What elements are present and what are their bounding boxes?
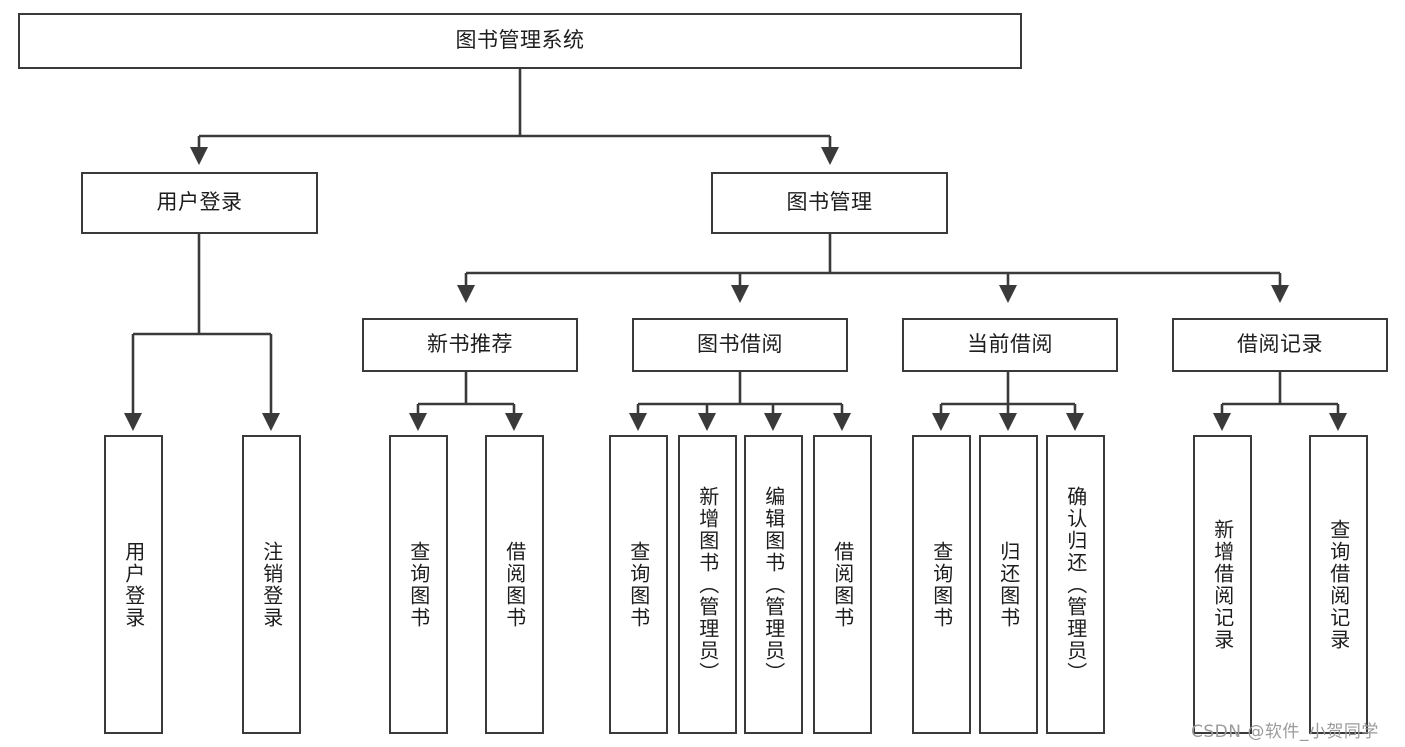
node-root-label: 图书管理系统	[455, 28, 585, 53]
node-leaf-add-book[interactable]: 新增图书（管理员）	[678, 435, 737, 734]
node-leaf-user-login[interactable]: 用户登录	[104, 435, 163, 734]
node-leaf-logout-login-label: 注销登录	[259, 540, 284, 629]
node-leaf-query-book-1-label: 查询图书	[406, 540, 431, 629]
node-borrow-record-label: 借阅记录	[1237, 332, 1323, 357]
node-leaf-query-record[interactable]: 查询借阅记录	[1309, 435, 1368, 734]
node-root[interactable]: 图书管理系统	[18, 13, 1022, 69]
node-leaf-confirm-return[interactable]: 确认归还（管理员）	[1046, 435, 1105, 734]
node-leaf-add-book-label: 新增图书（管理员）	[695, 485, 720, 684]
node-leaf-return-book-label: 归还图书	[996, 540, 1021, 629]
node-user-login-label: 用户登录	[156, 190, 243, 215]
node-new-book-rec[interactable]: 新书推荐	[362, 318, 578, 372]
node-leaf-query-book-3[interactable]: 查询图书	[912, 435, 971, 734]
node-leaf-borrow-book-2[interactable]: 借阅图书	[813, 435, 872, 734]
node-current-borrow[interactable]: 当前借阅	[902, 318, 1118, 372]
node-leaf-query-book-2-label: 查询图书	[626, 540, 651, 629]
node-leaf-borrow-book-1[interactable]: 借阅图书	[485, 435, 544, 734]
node-leaf-user-login-label: 用户登录	[121, 540, 146, 629]
node-user-login[interactable]: 用户登录	[81, 172, 318, 234]
node-book-borrow[interactable]: 图书借阅	[632, 318, 848, 372]
node-current-borrow-label: 当前借阅	[967, 332, 1053, 357]
node-leaf-query-book-1[interactable]: 查询图书	[389, 435, 448, 734]
csdn-watermark: CSDN @软件_小贺同学	[1191, 722, 1379, 742]
node-leaf-borrow-book-1-label: 借阅图书	[502, 540, 527, 629]
node-leaf-add-record[interactable]: 新增借阅记录	[1193, 435, 1252, 734]
node-leaf-edit-book-label: 编辑图书（管理员）	[761, 485, 786, 684]
node-borrow-record[interactable]: 借阅记录	[1172, 318, 1388, 372]
node-book-borrow-label: 图书借阅	[697, 332, 783, 357]
node-leaf-logout-login[interactable]: 注销登录	[242, 435, 301, 734]
node-leaf-edit-book[interactable]: 编辑图书（管理员）	[744, 435, 803, 734]
node-leaf-borrow-book-2-label: 借阅图书	[830, 540, 855, 629]
node-book-manage-label: 图书管理	[786, 190, 873, 215]
node-leaf-confirm-return-label: 确认归还（管理员）	[1063, 485, 1088, 684]
node-leaf-query-book-2[interactable]: 查询图书	[609, 435, 668, 734]
node-new-book-rec-label: 新书推荐	[427, 332, 513, 357]
node-leaf-query-record-label: 查询借阅记录	[1326, 518, 1351, 651]
node-leaf-return-book[interactable]: 归还图书	[979, 435, 1038, 734]
node-leaf-query-book-3-label: 查询图书	[929, 540, 954, 629]
node-book-manage[interactable]: 图书管理	[711, 172, 948, 234]
node-leaf-add-record-label: 新增借阅记录	[1210, 518, 1235, 651]
